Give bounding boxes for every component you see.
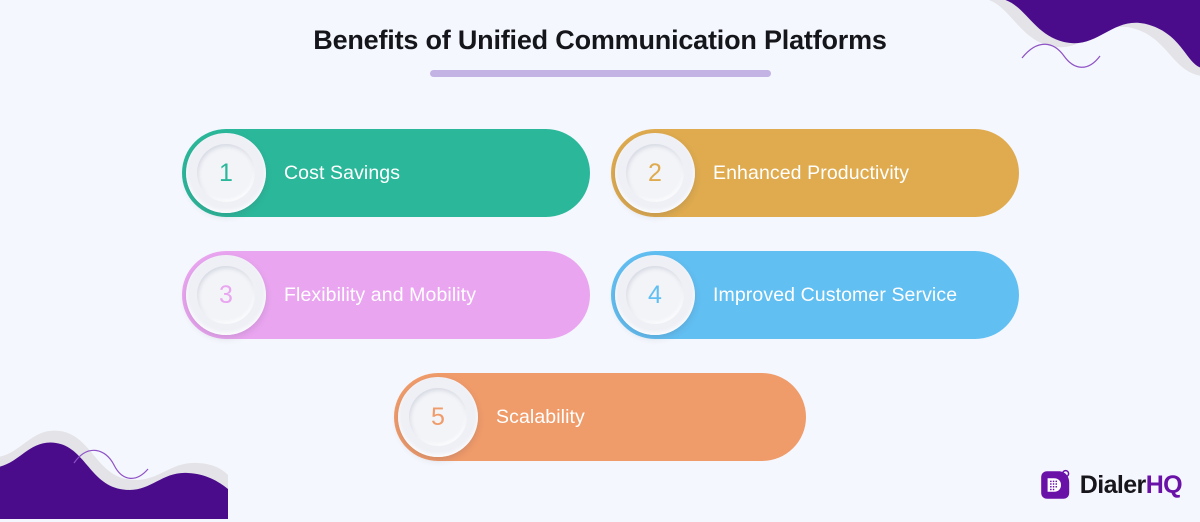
benefit-number-badge-4: 4 (615, 255, 695, 335)
benefit-number-5: 5 (431, 402, 445, 431)
benefit-number-badge-2: 2 (615, 133, 695, 213)
benefit-number-3: 3 (219, 280, 233, 309)
page-header: Benefits of Unified Communication Platfo… (0, 24, 1200, 78)
dialerhq-logo-mark (1038, 468, 1072, 502)
blob-main-shape-bottom-left (0, 442, 228, 519)
benefit-number-badge-3: 3 (186, 255, 266, 335)
benefit-card-1[interactable]: 1 Cost Savings (182, 129, 590, 217)
benefit-card-3[interactable]: 3 Flexibility and Mobility (182, 251, 590, 339)
benefit-number-4: 4 (648, 280, 662, 309)
benefit-card-2[interactable]: 2 Enhanced Productivity (611, 129, 1019, 217)
benefit-number-badge-1: 1 (186, 133, 266, 213)
title-underline (429, 70, 771, 78)
benefit-label-2: Enhanced Productivity (713, 161, 910, 184)
benefit-number-1: 1 (219, 158, 233, 187)
blob-squiggle-bottom-left (73, 449, 149, 479)
benefit-number-badge-5: 5 (398, 377, 478, 457)
logo-mark-d-shape (1047, 478, 1061, 492)
benefit-label-5: Scalability (496, 405, 585, 428)
benefit-label-4: Improved Customer Service (713, 283, 958, 306)
logo-text-primary: Dialer (1079, 470, 1146, 499)
logo-mark-accent-circle (1061, 469, 1070, 478)
logo-mark-dot-grid (1049, 480, 1057, 491)
benefit-card-4[interactable]: 4 Improved Customer Service (611, 251, 1019, 339)
benefit-label-1: Cost Savings (284, 161, 401, 184)
purple-wave-blob-bottom-left (0, 427, 228, 522)
blob-shadow-shape-bottom-left (0, 430, 228, 519)
benefit-number-2: 2 (648, 158, 662, 187)
page-title: Benefits of Unified Communication Platfo… (313, 25, 887, 55)
logo-text-accent: HQ (1145, 470, 1183, 499)
benefit-card-5[interactable]: 5 Scalability (394, 373, 806, 461)
benefit-label-3: Flexibility and Mobility (284, 283, 477, 306)
